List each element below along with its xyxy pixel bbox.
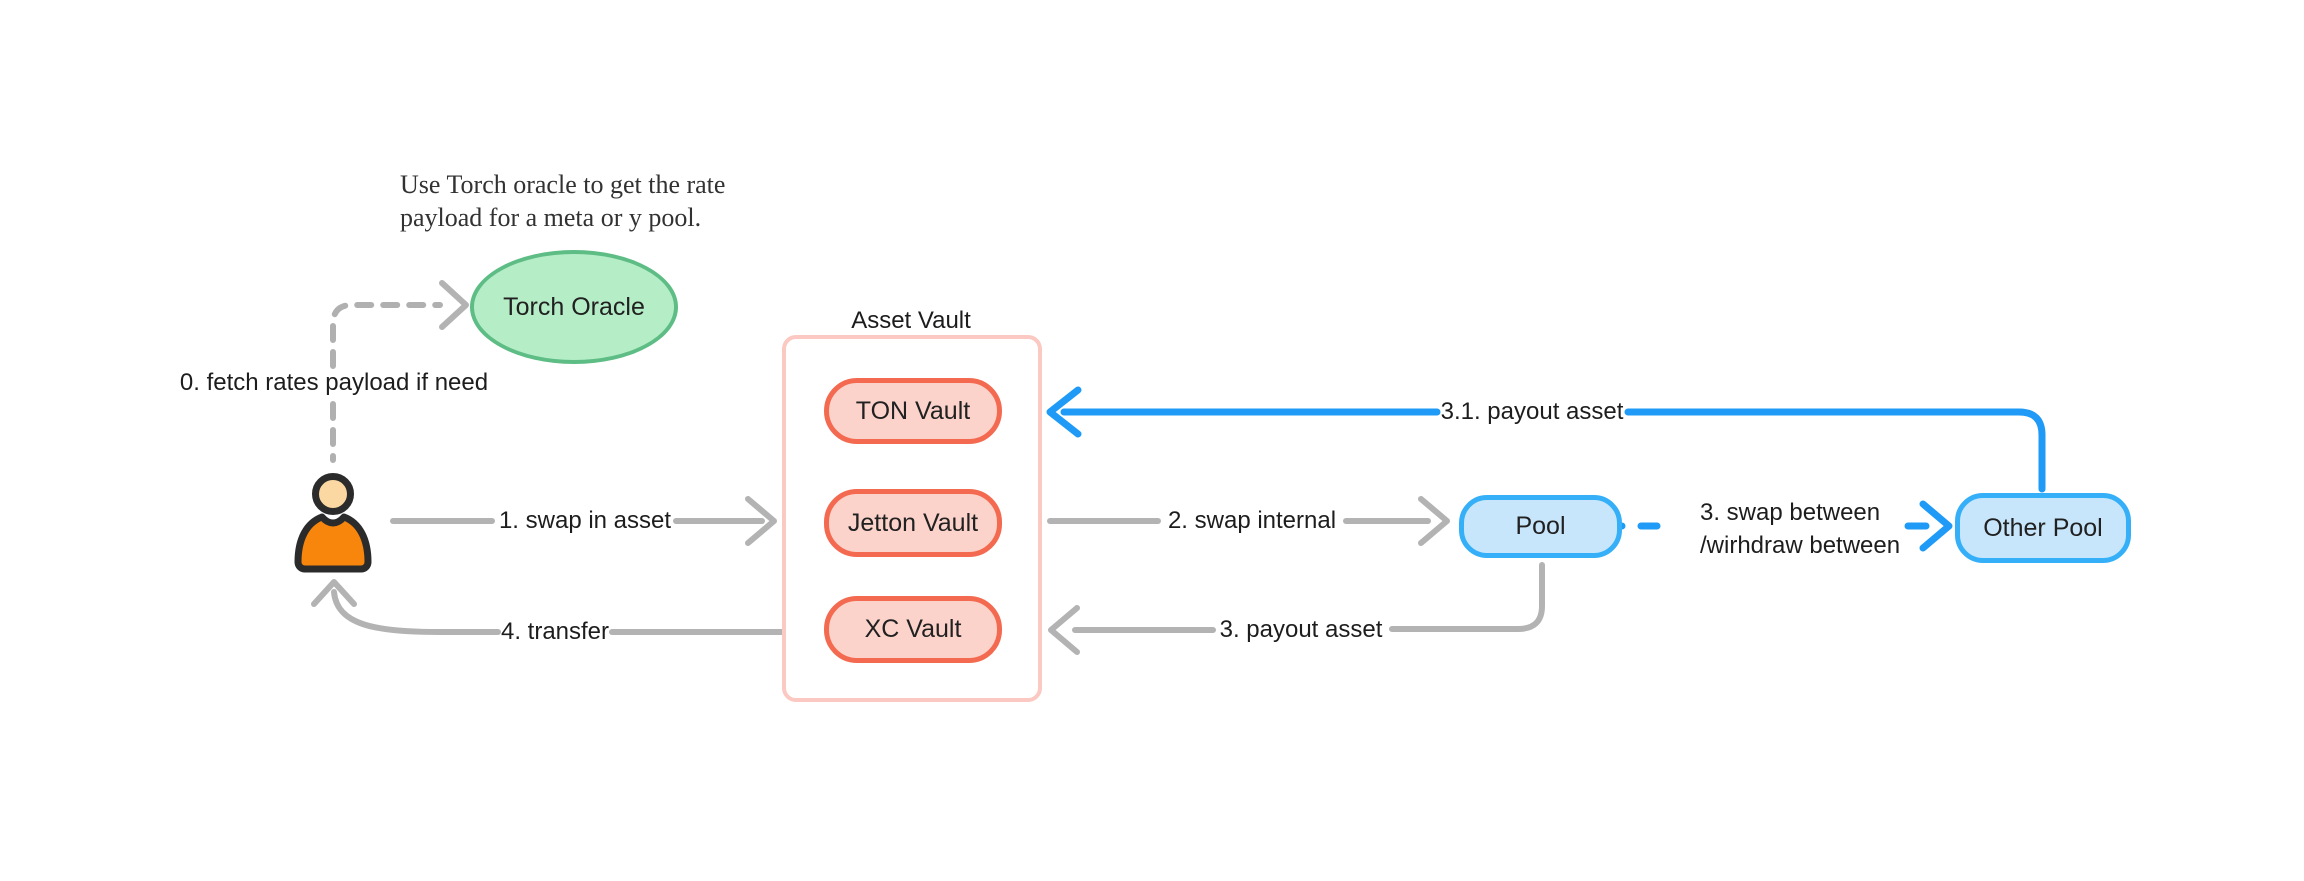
person-icon bbox=[294, 473, 372, 573]
swap-between-label-line1: 3. swap between bbox=[1700, 499, 1881, 526]
payout-asset-31-label: 3.1. payout asset bbox=[1440, 398, 1624, 425]
oracle-note: Use Torch oracle to get the rate payload… bbox=[400, 168, 725, 234]
node-pool: Pool bbox=[1459, 495, 1622, 558]
swap-in-label: 1. swap in asset bbox=[498, 507, 672, 534]
other-pool-label: Other Pool bbox=[1983, 513, 2103, 542]
fetch-rates-segment-upper bbox=[330, 302, 443, 369]
swap-in-arrowhead bbox=[745, 496, 777, 546]
swap-between-arrowhead bbox=[1919, 500, 1953, 552]
payout-31-segment-right bbox=[1624, 408, 2046, 493]
swap-internal-label: 2. swap internal bbox=[1167, 507, 1337, 534]
asset-vault-title: Asset Vault bbox=[851, 307, 971, 334]
xc-vault-label: XC Vault bbox=[864, 615, 962, 643]
oracle-note-line2: payload for a meta or y pool. bbox=[400, 203, 702, 232]
torch-oracle-label: Torch Oracle bbox=[503, 292, 645, 321]
person-head bbox=[312, 473, 354, 515]
payout-asset-31-arrow bbox=[1046, 386, 2046, 493]
person-body bbox=[294, 513, 372, 573]
ton-vault-label: TON Vault bbox=[855, 396, 971, 425]
oracle-note-line1: Use Torch oracle to get the rate bbox=[400, 170, 726, 199]
swap-in-arrow bbox=[390, 496, 777, 546]
node-ton-vault: TON Vault bbox=[824, 378, 1002, 444]
fetch-rates-arrow bbox=[330, 280, 469, 463]
fetch-rates-arrowhead bbox=[439, 280, 469, 330]
fetch-rates-label: 0. fetch rates payload if need bbox=[179, 369, 489, 396]
node-xc-vault: XC Vault bbox=[824, 596, 1002, 663]
transfer-arrow bbox=[311, 579, 785, 635]
transfer-label: 4. transfer bbox=[500, 618, 610, 645]
node-jetton-vault: Jetton Vault bbox=[824, 489, 1002, 557]
swap-internal-arrowhead bbox=[1418, 496, 1450, 546]
transfer-arrowhead bbox=[311, 579, 357, 607]
payout-asset-segment-curve bbox=[1389, 562, 1545, 632]
jetton-vault-label: Jetton Vault bbox=[847, 508, 979, 537]
pool-label: Pool bbox=[1515, 512, 1566, 540]
payout-asset-arrowhead bbox=[1048, 605, 1080, 655]
payout-31-arrowhead bbox=[1046, 386, 1082, 438]
payout-asset-label: 3. payout asset bbox=[1219, 616, 1383, 643]
node-torch-oracle: Torch Oracle bbox=[470, 250, 678, 364]
transfer-segment-curve bbox=[331, 589, 501, 635]
node-other-pool: Other Pool bbox=[1955, 493, 2131, 563]
payout-asset-arrow bbox=[1048, 562, 1545, 655]
swap-between-label-line2: /wirhdraw between bbox=[1700, 532, 1901, 559]
swap-internal-arrow bbox=[1047, 496, 1450, 546]
swap-between-label: 3. swap between /wirhdraw between bbox=[1700, 496, 1900, 562]
